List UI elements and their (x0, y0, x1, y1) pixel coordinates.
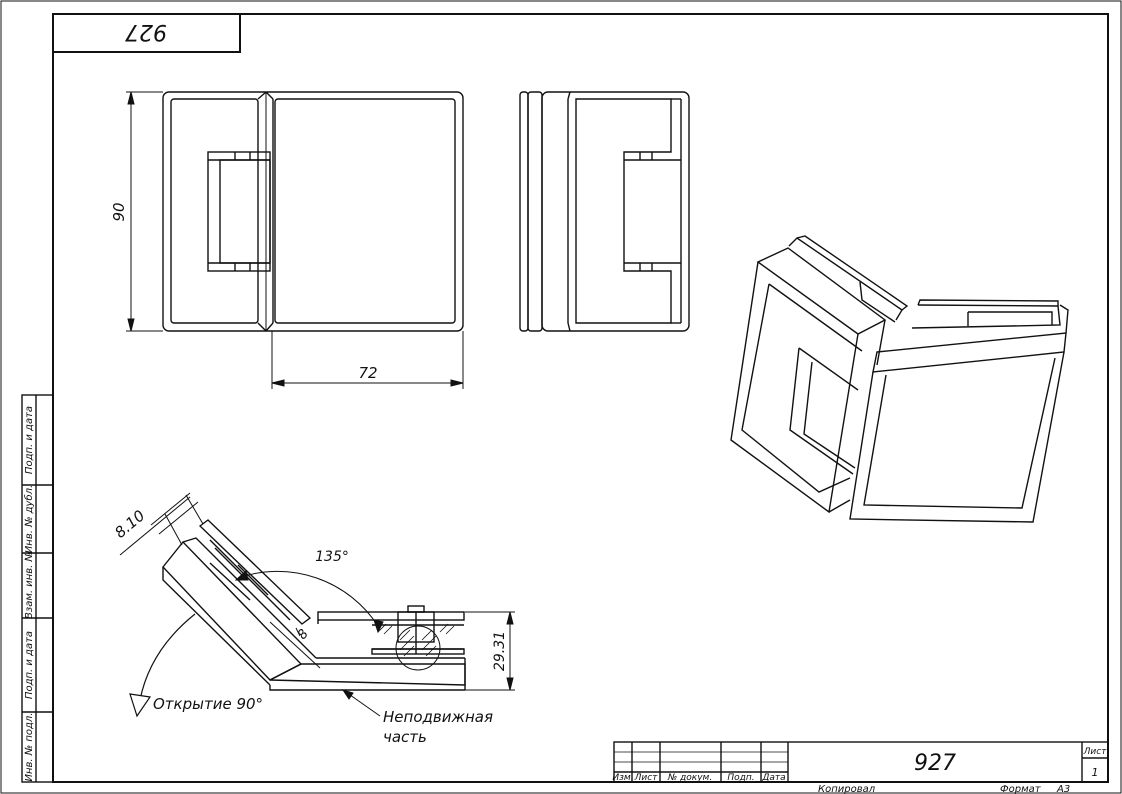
title-col-sign: Подп. (727, 773, 754, 783)
section-height-dimension (465, 611, 515, 691)
title-block (613, 741, 1109, 783)
side-label-4: Подп. и дата (24, 631, 35, 699)
side-stamp (21, 394, 54, 783)
fixed-part-label-line2: часть (383, 728, 427, 746)
section-angle-dimension (234, 570, 384, 634)
section-view (162, 519, 466, 691)
top-tab-code: 927 (125, 19, 167, 44)
title-col-date: Дата (761, 773, 785, 783)
section-thickness-dimension (119, 492, 204, 556)
title-col-izm: Изм. (612, 773, 633, 783)
sheet-label: Лист (1083, 747, 1108, 757)
title-designation: 927 (914, 751, 956, 776)
front-height-label: 90 (110, 202, 128, 221)
front-width-dimension (271, 331, 464, 389)
side-label-2: Инв. № дубл. (23, 485, 35, 553)
title-col-list: Лист (634, 773, 659, 783)
top-tab-box (52, 13, 241, 53)
title-col-doc: № докум. (667, 773, 712, 783)
opening-arrow (129, 613, 196, 718)
format-value: А3 (1056, 784, 1070, 794)
side-label-5: Инв. № подл. (24, 713, 35, 782)
front-width-label: 72 (358, 364, 377, 382)
sheet-number: 1 (1092, 766, 1099, 779)
isometric-view (730, 235, 1069, 523)
section-height-label: 29.31 (492, 631, 508, 671)
section-gap-dimension (269, 621, 321, 669)
side-stamp-labels: Подп. и дата Инв. № дубл. Взам. инв. № П… (23, 406, 35, 782)
side-label-1: Подп. и дата (24, 406, 35, 474)
opening-label: Открытие 90° (153, 695, 263, 713)
copied-label: Копировал (818, 784, 876, 794)
front-view (162, 91, 464, 332)
side-label-3: Взам. инв. № (24, 551, 35, 619)
section-angle-label: 135° (315, 549, 349, 565)
fixed-part-leader (341, 689, 381, 717)
format-label: Формат (1000, 784, 1042, 794)
front-height-dimension (126, 91, 163, 332)
side-view (519, 91, 690, 332)
drawing-frame (52, 13, 1109, 783)
fixed-part-label-line1: Неподвижная (383, 708, 493, 726)
